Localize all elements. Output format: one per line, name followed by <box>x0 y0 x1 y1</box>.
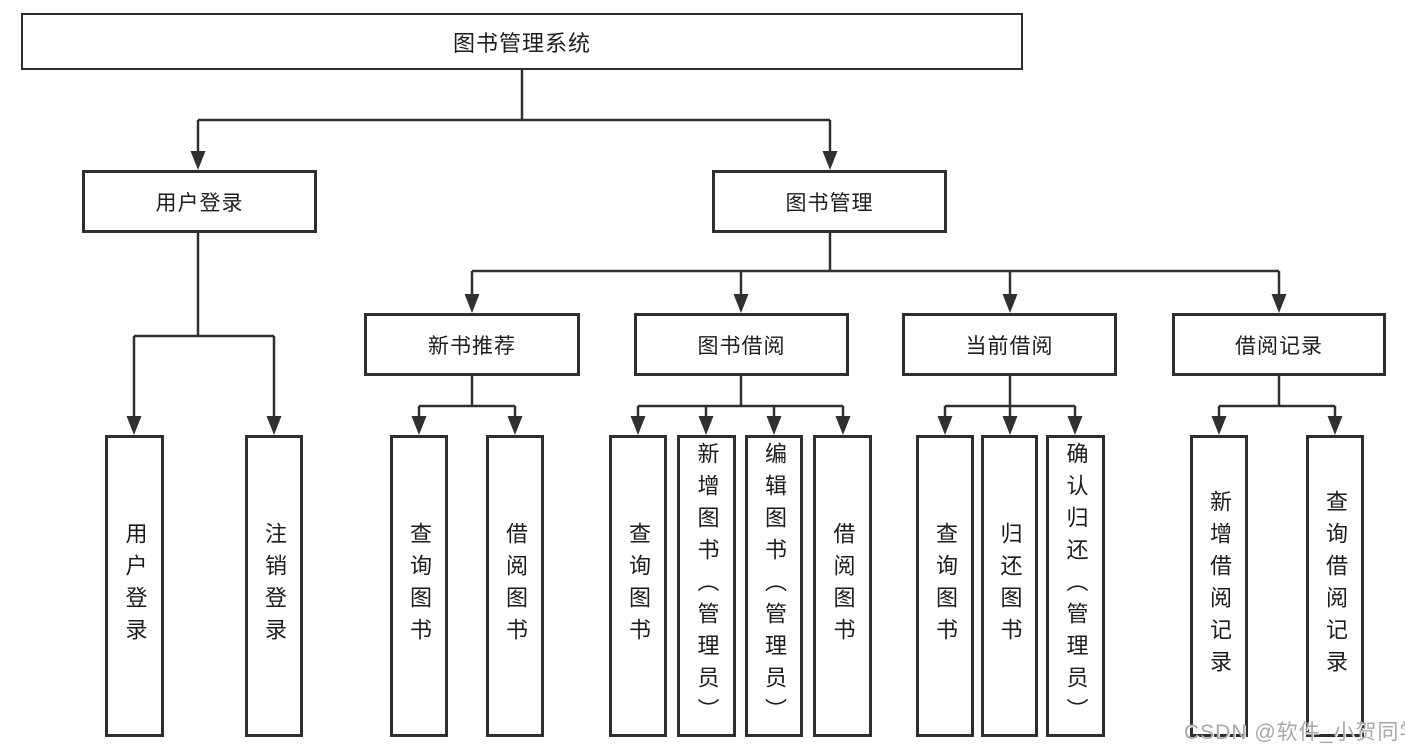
leaf-query-books-borrowing: 查询图书 <box>609 435 667 737</box>
node-label: 新增图书（管理员） <box>694 442 720 730</box>
node-label: 归还图书 <box>997 522 1023 650</box>
node-label: 当前借阅 <box>965 334 1054 358</box>
node-label: 借阅记录 <box>1235 334 1323 358</box>
leaf-user-login: 用户登录 <box>105 435 164 737</box>
node-label: 确认归还（管理员） <box>1063 442 1089 730</box>
leaf-query-borrow-record: 查询借阅记录 <box>1306 435 1364 737</box>
node-label: 编辑图书（管理员） <box>762 442 787 730</box>
node-label: 借阅图书 <box>503 522 528 650</box>
node-book-management: 图书管理 <box>712 170 947 233</box>
node-label: 用户登录 <box>155 191 244 215</box>
node-label: 查询图书 <box>626 522 651 650</box>
node-label: 注销登录 <box>262 522 287 650</box>
node-borrowing-records: 借阅记录 <box>1172 313 1386 376</box>
node-label: 用户登录 <box>122 522 148 650</box>
csdn-watermark: CSDN @软件_小贺同学 <box>1184 721 1405 744</box>
leaf-add-books-admin: 新增图书（管理员） <box>677 435 736 737</box>
node-book-borrowing: 图书借阅 <box>634 313 849 376</box>
node-label: 新增借阅记录 <box>1207 490 1232 682</box>
node-current-borrowing: 当前借阅 <box>902 313 1117 376</box>
node-label: 借阅图书 <box>830 522 856 650</box>
leaf-borrow-books-recommend: 借阅图书 <box>486 435 544 737</box>
node-label: 查询借阅记录 <box>1323 490 1348 682</box>
node-label: 查询图书 <box>933 522 958 650</box>
leaf-borrow-books: 借阅图书 <box>813 435 872 737</box>
node-label: 查询图书 <box>407 522 432 650</box>
node-label: 新书推荐 <box>428 334 516 358</box>
leaf-query-books-recommend: 查询图书 <box>390 435 448 737</box>
leaf-return-books: 归还图书 <box>981 435 1038 737</box>
node-user-login: 用户登录 <box>82 170 317 233</box>
leaf-confirm-return-admin: 确认归还（管理员） <box>1046 435 1105 737</box>
node-label: 图书借阅 <box>697 334 786 358</box>
node-new-book-recommend: 新书推荐 <box>364 313 580 376</box>
leaf-add-borrow-record: 新增借阅记录 <box>1190 435 1248 737</box>
leaf-query-books-current: 查询图书 <box>916 435 974 737</box>
leaf-logout: 注销登录 <box>245 435 303 737</box>
node-label: 图书管理系统 <box>452 30 591 56</box>
node-label: 图书管理 <box>785 191 874 215</box>
leaf-edit-books-admin: 编辑图书（管理员） <box>745 435 803 737</box>
node-library-management-system: 图书管理系统 <box>21 13 1023 70</box>
arrowheads <box>126 151 1343 435</box>
